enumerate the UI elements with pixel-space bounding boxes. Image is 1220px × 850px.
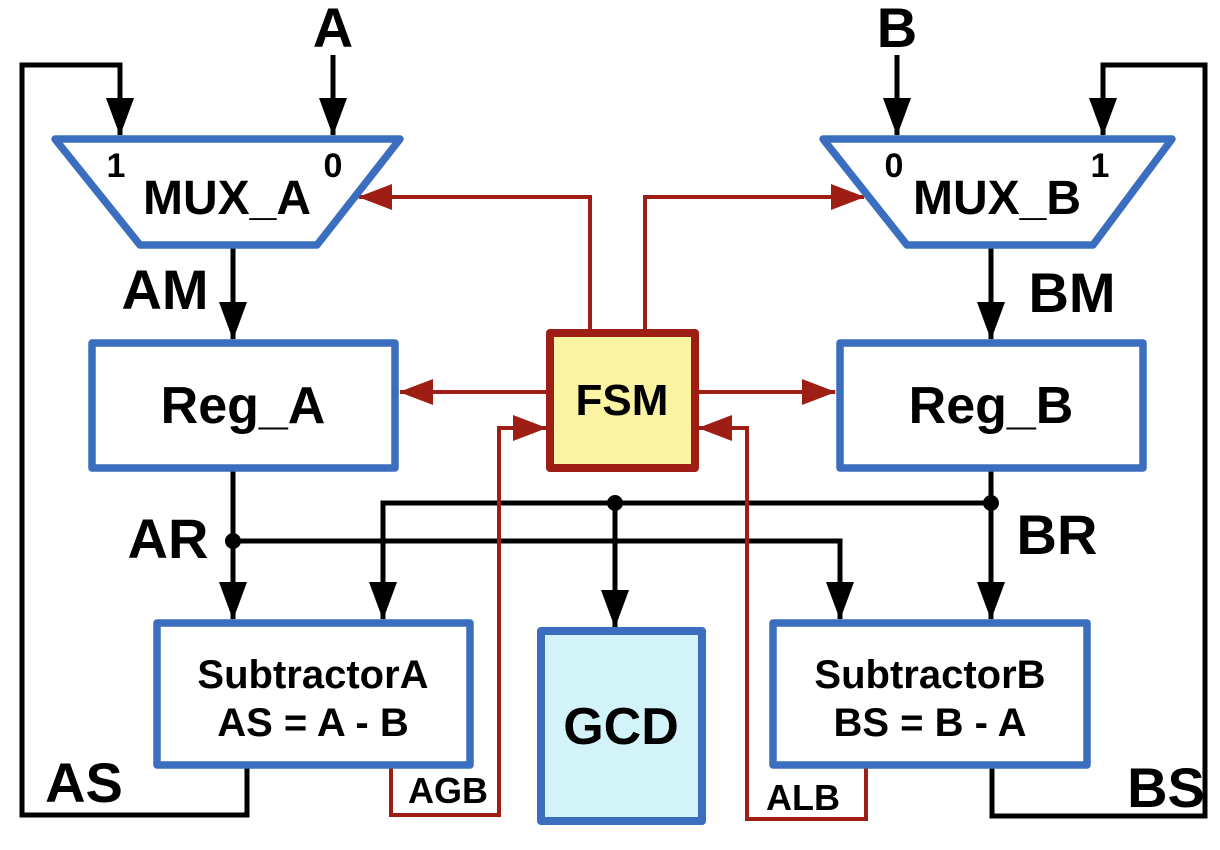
mux-b-port-0-label: 0 (885, 147, 904, 185)
wire-br-to-subtractor-a (369, 500, 991, 620)
fsm-block (546, 329, 699, 472)
signal-agb-label: AGB (408, 770, 488, 811)
reg-b-label: Reg_B (909, 377, 1074, 435)
subtractor-a-block (153, 619, 474, 769)
subtractor-b-name-label: SubtractorB (814, 653, 1045, 697)
br-junction-dot (983, 495, 999, 511)
wire-fsm-select-mux-a (358, 184, 592, 333)
signal-am-label: AM (121, 258, 208, 321)
mux-a-label: MUX_A (143, 172, 311, 225)
mux-a-port-1-label: 1 (107, 147, 126, 185)
gcd-block (537, 627, 706, 825)
signal-as-label: AS (45, 751, 123, 814)
signal-b-label: B (877, 0, 917, 59)
junction-dots (225, 495, 999, 549)
wire-fsm-select-mux-b (643, 184, 865, 333)
reg-b-block (836, 339, 1147, 472)
reg-a-label: Reg_A (161, 377, 326, 435)
subtractor-b-equation-label: BS = B - A (834, 701, 1027, 745)
mux-b-port-1-label: 1 (1091, 147, 1110, 185)
reg-a-block (88, 339, 399, 472)
mux-b-block (819, 135, 1176, 249)
mux-b-label: MUX_B (913, 172, 1081, 225)
wire-agb-to-fsm (389, 415, 547, 817)
subtractor-a-equation-label: AS = A - B (217, 701, 409, 745)
labels-layer: A B 1 0 MUX_A 0 1 MUX_B AM BM Reg_A Reg_… (45, 0, 1205, 819)
signal-ar-label: AR (128, 507, 209, 570)
blocks-layer (51, 135, 1176, 825)
gcd-label: GCD (563, 698, 679, 756)
signal-bm-label: BM (1028, 261, 1115, 324)
signal-br-label: BR (1017, 503, 1098, 566)
signal-a-label: A (313, 0, 353, 59)
signal-alb-label: ALB (766, 777, 840, 818)
wire-alb-to-fsm (698, 415, 868, 821)
ar-junction-dot (225, 533, 241, 549)
signal-bs-label: BS (1127, 756, 1205, 819)
gcd-junction-dot (607, 495, 623, 511)
wire-bs-feedback (989, 62, 1208, 819)
fsm-label: FSM (576, 376, 669, 425)
datapath-wires (19, 55, 1208, 819)
control-wires (358, 184, 868, 821)
subtractor-b-block (769, 619, 1091, 769)
wire-ar-to-subtractor-b (233, 538, 854, 620)
mux-a-block (51, 135, 404, 249)
subtractor-a-name-label: SubtractorA (197, 653, 428, 697)
wire-as-feedback (19, 62, 250, 818)
mux-a-port-0-label: 0 (324, 147, 343, 185)
